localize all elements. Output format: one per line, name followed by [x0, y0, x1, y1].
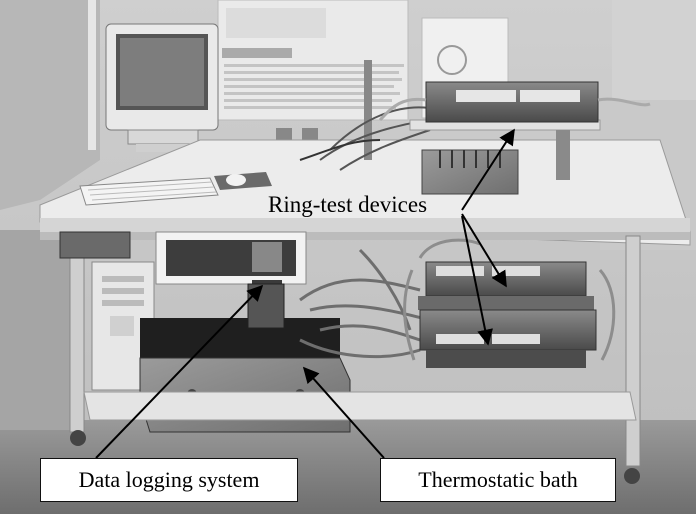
bench-leg-right [625, 235, 641, 467]
ring-test-device-middle [418, 261, 594, 310]
wooden-box [421, 149, 519, 195]
keyboard [79, 177, 219, 206]
ring-test-device-top [378, 81, 651, 123]
annotation-arrows [95, 128, 515, 459]
bench-leg-left [69, 231, 85, 433]
left-wall [0, 0, 100, 210]
crt-monitor [105, 23, 219, 152]
mouse [226, 174, 246, 186]
ring-test-device-bottom [419, 309, 597, 368]
label-data-logging-system: Data logging system [40, 458, 298, 502]
label-ring-test-devices: Ring-test devices [268, 192, 428, 217]
lower-shelf [83, 391, 637, 421]
door-frame [88, 0, 96, 150]
drawer [59, 231, 131, 259]
label-thermostatic-bath: Thermostatic bath [380, 458, 616, 502]
wall-poster [217, 0, 409, 121]
